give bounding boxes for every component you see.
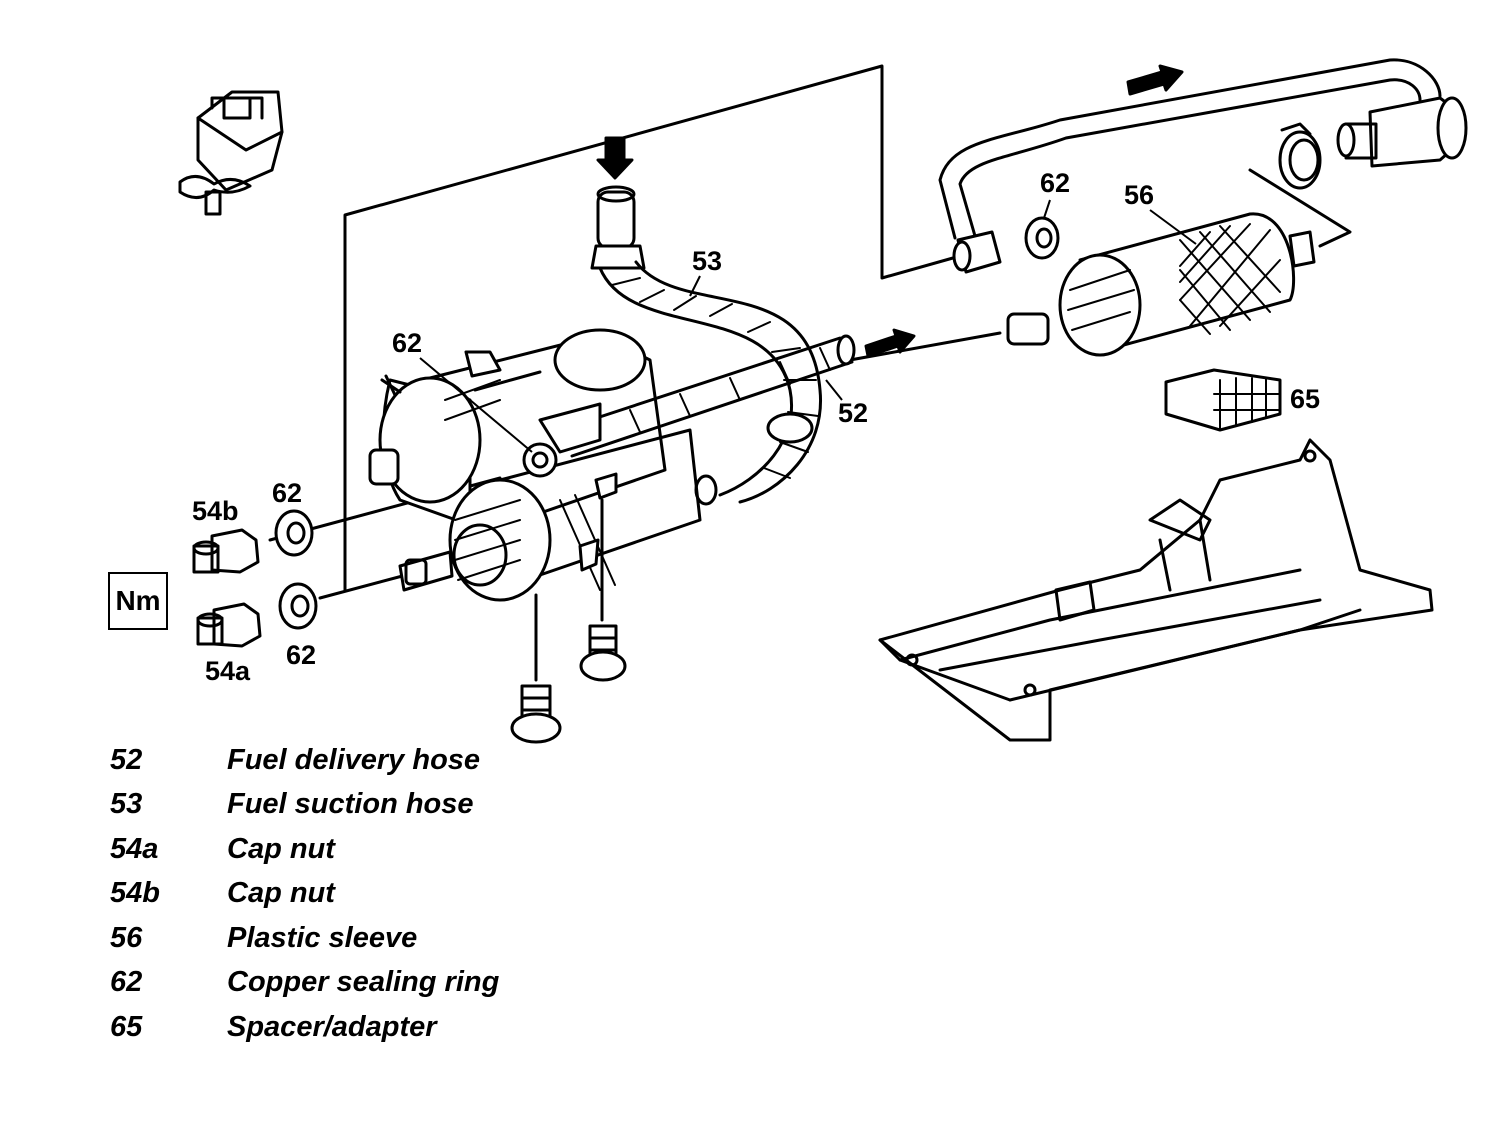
fuel-filter-plastic-sleeve (1006, 212, 1316, 357)
fuel-delivery-pipe (938, 58, 1442, 274)
legend-row: 56 Plastic sleeve (110, 916, 670, 961)
callout-56: 56 (1124, 180, 1154, 210)
copper-sealing-ring-top (1024, 216, 1060, 260)
legend-number: 62 (110, 966, 143, 999)
fuel-suction-hose (590, 185, 822, 506)
legend-row: 52 Fuel delivery hose (110, 738, 670, 783)
hose-clamp (1278, 122, 1322, 190)
legend-number: 53 (110, 788, 143, 821)
legend-description: Cap nut (227, 832, 335, 865)
callout-54a: 54a (205, 656, 251, 686)
flow-arrow-right-icon (864, 328, 916, 358)
legend-description: Plastic sleeve (227, 921, 418, 954)
mounting-bolt-right (579, 498, 627, 682)
fuel-delivery-hose (558, 334, 856, 458)
callout-65: 65 (1290, 384, 1320, 414)
callout-62-left-lower: 62 (286, 640, 316, 670)
fuel-pump-assembly (368, 328, 702, 602)
legend-description: Fuel suction hose (227, 788, 474, 821)
legend-number: 56 (110, 921, 143, 954)
legend-number: 54a (110, 832, 159, 865)
legend-row: 54b Cap nut (110, 872, 670, 917)
legend-row: 62 Copper sealing ring (110, 961, 670, 1006)
legend-description: Fuel delivery hose (227, 743, 481, 776)
legend-description: Cap nut (227, 877, 335, 910)
callout-leader-lines (419, 199, 1197, 453)
legend-row: 53 Fuel suction hose (110, 783, 670, 828)
cap-nut-54b (192, 528, 260, 574)
filter-bracket-line (1248, 168, 1352, 248)
pipe-connector (1336, 96, 1468, 168)
copper-sealing-ring-upper (274, 509, 314, 557)
legend-row: 65 Spacer/adapter (110, 1005, 670, 1050)
leader-line-to-filter (848, 331, 1002, 362)
legend-number: 54b (110, 877, 160, 910)
callout-labels: 52 53 54a 54b 56 62 62 62 62 65 (192, 168, 1320, 686)
cap-nut-54a (196, 602, 262, 648)
callout-53: 53 (692, 246, 722, 276)
callout-52: 52 (838, 398, 868, 428)
clamp-tool-icon (178, 90, 284, 216)
spacer-adapter (1164, 368, 1282, 432)
legend-number: 52 (110, 743, 143, 776)
callout-54b: 54b (192, 496, 239, 526)
copper-sealing-ring-lower (278, 582, 318, 630)
legend-number: 65 (110, 1010, 143, 1043)
callout-62-top: 62 (1040, 168, 1070, 198)
mounting-bolt-left (510, 593, 562, 744)
parts-legend: 52 Fuel delivery hose 53 Fuel suction ho… (110, 738, 670, 1050)
pump-carrier-bracket (878, 438, 1434, 742)
callout-62-left-upper: 62 (272, 478, 302, 508)
legend-row: 54a Cap nut (110, 827, 670, 872)
flow-arrow-down-icon (596, 136, 634, 180)
legend-description: Copper sealing ring (227, 966, 500, 999)
legend-description: Spacer/adapter (227, 1010, 437, 1043)
assembly-frame-line (343, 64, 962, 592)
torque-symbol: Nm (108, 572, 168, 630)
flow-arrow-right-top-icon (1126, 64, 1184, 96)
callout-62-pump: 62 (392, 328, 422, 358)
